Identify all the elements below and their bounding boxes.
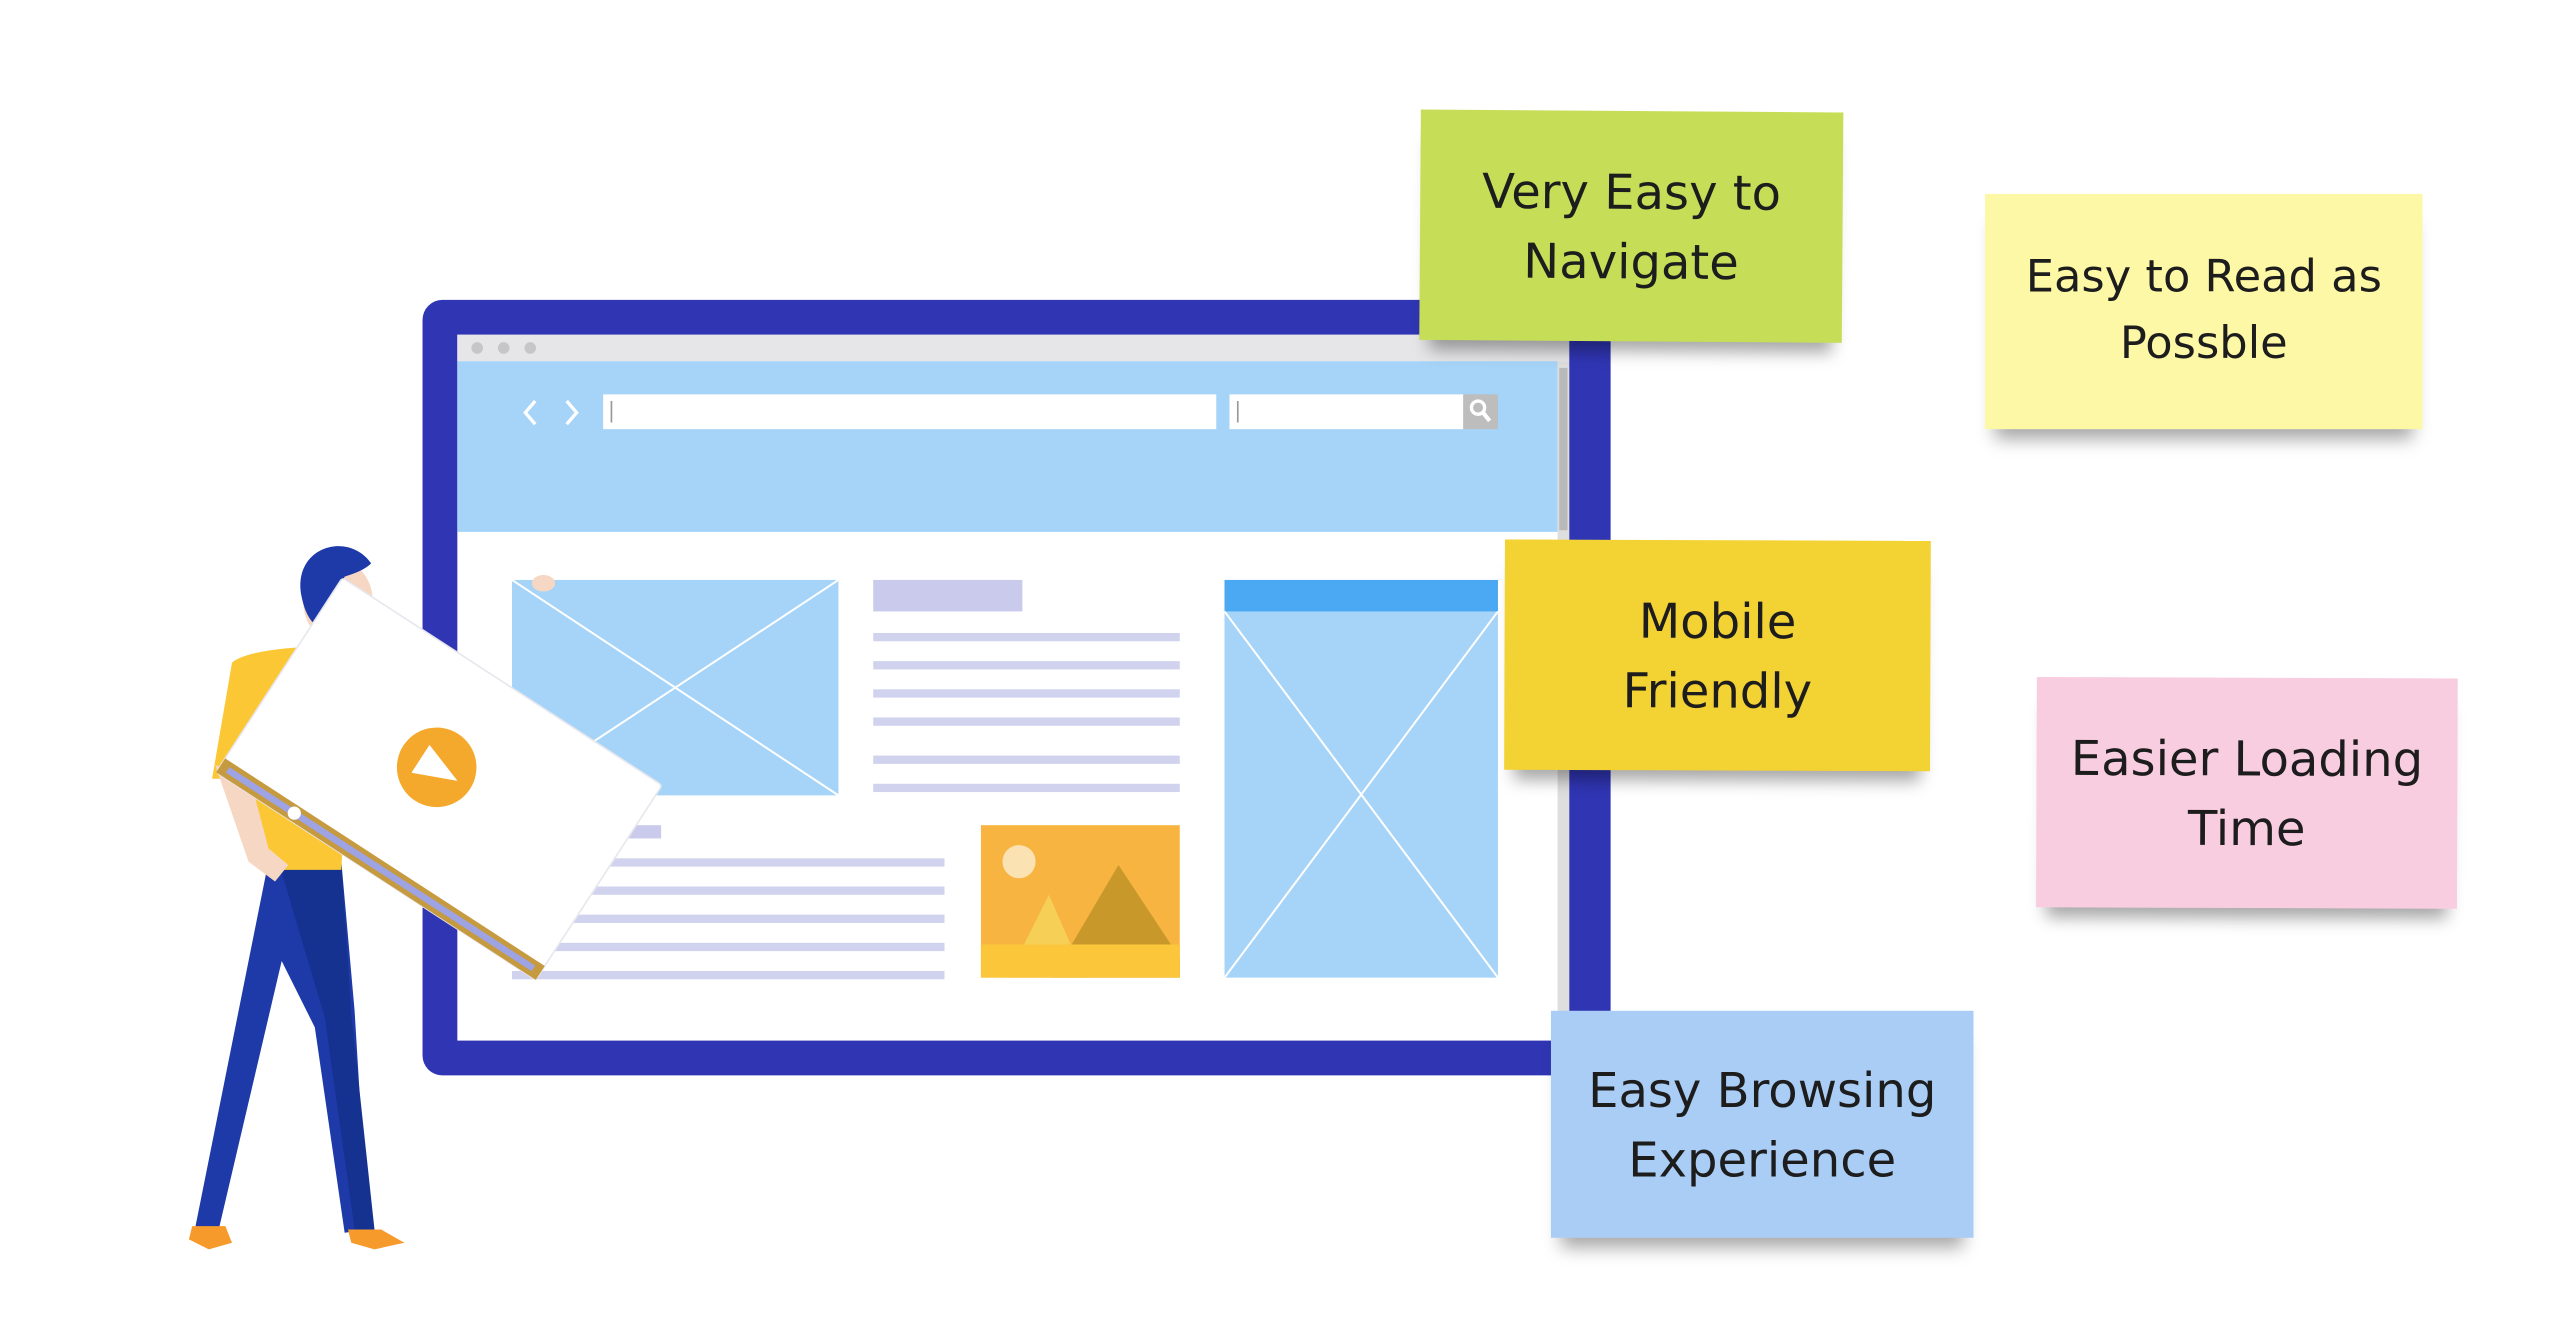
photo-thumbnail [980,825,1180,978]
sticky-note-text: Very Easy to Navigate [1481,162,1782,290]
window-dot [497,342,510,354]
sticky-note-navigate: Very Easy to Navigate [1419,109,1844,343]
sticky-note-mobile: Mobile Friendly [1504,539,1931,772]
sticky-note-browsing: Easy Browsing Experience [1550,1010,1974,1238]
browser-titlebar [457,334,1570,362]
sticky-note-text: Easier Loading Time [2070,729,2424,857]
window-dot [524,342,537,354]
sidebar-placeholder [1223,579,1499,979]
address-bar[interactable] [603,394,1217,430]
sticky-note-text: Mobile Friendly [1622,592,1813,719]
window-dot [471,342,484,354]
sticky-note-loading: Easier Loading Time [2036,676,2458,909]
search-button[interactable] [1463,394,1498,430]
scrollbar-thumb[interactable] [1559,367,1568,531]
person-hand [531,574,556,592]
search-field[interactable] [1229,394,1465,430]
text-heading-block [873,579,1023,612]
sticky-note-text: Easy Browsing Experience [1588,1061,1937,1188]
chevron-left-icon[interactable] [523,399,537,426]
sticky-note-read: Easy to Read as Possble [1985,193,2423,430]
chevron-right-icon[interactable] [565,399,579,426]
search-icon[interactable] [1469,399,1492,423]
browser-header [457,361,1558,532]
sticky-note-text: Easy to Read as Possble [2025,251,2382,370]
video-card [216,578,662,980]
text-lines-bottom [512,858,945,980]
text-lines-top [873,632,1180,793]
